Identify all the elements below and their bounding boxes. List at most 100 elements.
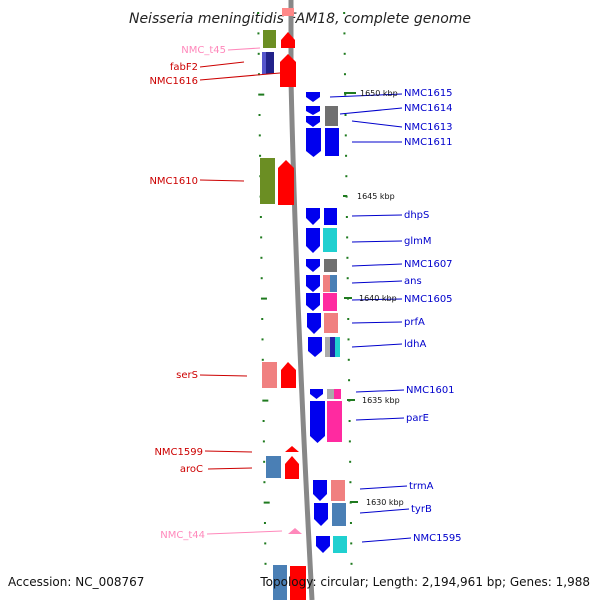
gene-arrow — [306, 106, 320, 115]
cog-block — [262, 52, 266, 74]
tick-mark — [350, 562, 353, 565]
leader-line — [351, 298, 403, 301]
gene-arrow — [314, 503, 328, 526]
tick-mark — [349, 522, 352, 524]
tick-mark — [264, 562, 267, 565]
gene-arrow — [282, 8, 294, 16]
gene-arrow — [306, 259, 320, 272]
scale-label: 1635 kbp — [362, 396, 400, 405]
gene-label: NMC1614 — [404, 103, 453, 114]
gene-label: serS — [176, 370, 198, 381]
trna-arrow — [288, 528, 302, 534]
leader-line — [351, 280, 403, 284]
leader-line — [199, 179, 245, 182]
cog-block — [262, 362, 277, 388]
leader-line — [351, 240, 403, 243]
tick-mark — [343, 52, 346, 55]
gene-label: ldhA — [404, 339, 426, 350]
tick-mark — [258, 134, 261, 137]
gene-arrow — [306, 275, 320, 292]
cog-block — [331, 480, 345, 501]
gene-label: NMC1595 — [413, 533, 462, 544]
gene-arrow — [290, 566, 306, 600]
leader-line — [206, 530, 283, 535]
genome-backbone — [288, 0, 315, 600]
tick-mark — [349, 460, 352, 463]
gene-arrow — [278, 160, 294, 205]
gene-label: NMC1611 — [404, 137, 453, 148]
gene-label: trmA — [409, 481, 434, 492]
gene-label: NMC1613 — [404, 122, 453, 133]
leader-line — [227, 47, 261, 51]
leader-line — [351, 120, 403, 128]
gene-arrow — [308, 337, 322, 357]
tick-mark — [263, 522, 266, 524]
summary-text: Topology: circular; Length: 2,194,961 bp… — [259, 575, 590, 589]
cog-block — [330, 275, 337, 292]
tick-mark — [346, 236, 349, 239]
gene-label: NMC_t44 — [160, 530, 205, 541]
tick-mark — [259, 154, 262, 157]
cog-block — [273, 565, 287, 600]
gene-label: NMC1610 — [149, 176, 198, 187]
leader-line — [199, 374, 248, 377]
tick-mark — [345, 216, 348, 218]
leader-line — [355, 389, 405, 393]
map-title: Neisseria meningitidis FAM18, complete g… — [129, 11, 471, 27]
gene-arrow — [281, 32, 295, 48]
gene-label: parE — [406, 413, 429, 424]
tick-mark — [262, 399, 269, 402]
gene-arrow — [306, 116, 320, 127]
cog-block — [330, 337, 335, 357]
gene-label: prfA — [404, 317, 425, 328]
tick-mark — [264, 542, 267, 545]
gene-arrow — [281, 362, 296, 388]
cog-block — [323, 228, 337, 252]
cog-block — [325, 128, 339, 156]
gene-label: NMC1607 — [404, 259, 453, 270]
gene-arrow — [306, 92, 320, 102]
cog-block — [334, 389, 341, 399]
tick-mark — [346, 277, 349, 280]
cog-block — [325, 337, 330, 357]
gene-arrow — [306, 128, 321, 157]
leader-line — [361, 537, 412, 543]
tick-mark — [347, 318, 350, 320]
tick-mark — [345, 154, 348, 157]
tick-mark — [261, 338, 264, 341]
gene-arrow — [306, 228, 320, 253]
cog-block — [260, 158, 275, 204]
cog-block — [324, 313, 338, 333]
cog-block — [332, 503, 346, 526]
tick-mark — [262, 420, 265, 422]
gene-arrow — [280, 75, 296, 87]
tick-mark — [260, 256, 263, 259]
leader-line — [199, 72, 281, 81]
tick-mark — [260, 236, 263, 239]
leader-line — [199, 61, 245, 68]
tick-mark — [346, 256, 349, 259]
gene-label: aroC — [180, 464, 203, 475]
tick-mark — [348, 420, 351, 422]
tick-mark — [348, 379, 351, 382]
cog-block — [323, 293, 337, 311]
tick-mark — [262, 440, 265, 443]
scale-label: 1645 kbp — [357, 192, 395, 201]
leader-line — [207, 467, 253, 470]
tick-mark — [263, 460, 266, 463]
gene-label: ans — [404, 276, 422, 287]
tick-mark — [257, 73, 260, 76]
tick-mark — [263, 501, 270, 504]
cog-block — [266, 456, 281, 478]
tick-mark — [343, 73, 346, 76]
leader-line — [351, 343, 403, 348]
tick-mark — [258, 93, 265, 96]
gene-label: NMC1605 — [404, 294, 453, 305]
tick-mark — [349, 481, 352, 484]
gene-label: NMC1599 — [154, 447, 203, 458]
gene-arrow — [285, 446, 299, 452]
tick-mark — [344, 114, 347, 116]
leader-line — [339, 107, 403, 115]
tick-mark — [343, 32, 346, 35]
